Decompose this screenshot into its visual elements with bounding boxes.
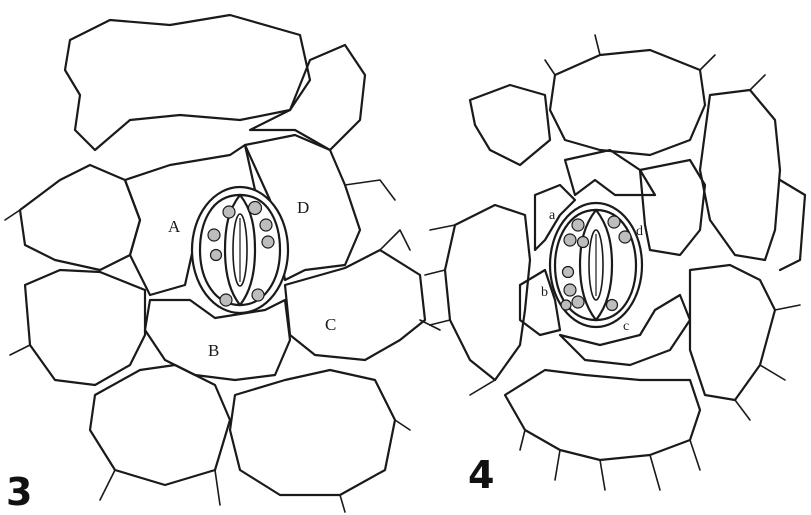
figure-3: A D C B 3 bbox=[5, 15, 440, 514]
label-C: C bbox=[325, 315, 336, 334]
label-D: D bbox=[297, 198, 309, 217]
label-B: B bbox=[208, 341, 219, 360]
figure-number-4: 4 bbox=[468, 453, 494, 497]
label-a: a bbox=[549, 208, 556, 223]
label-b: b bbox=[541, 285, 548, 300]
label-c: c bbox=[623, 319, 629, 334]
figure-number-3: 3 bbox=[6, 470, 32, 514]
stoma-fig3 bbox=[192, 187, 288, 313]
stoma-fig4 bbox=[550, 203, 642, 327]
label-d: d bbox=[636, 224, 643, 239]
label-A: A bbox=[168, 217, 181, 236]
figure-4: a d b c 4 bbox=[425, 35, 805, 497]
